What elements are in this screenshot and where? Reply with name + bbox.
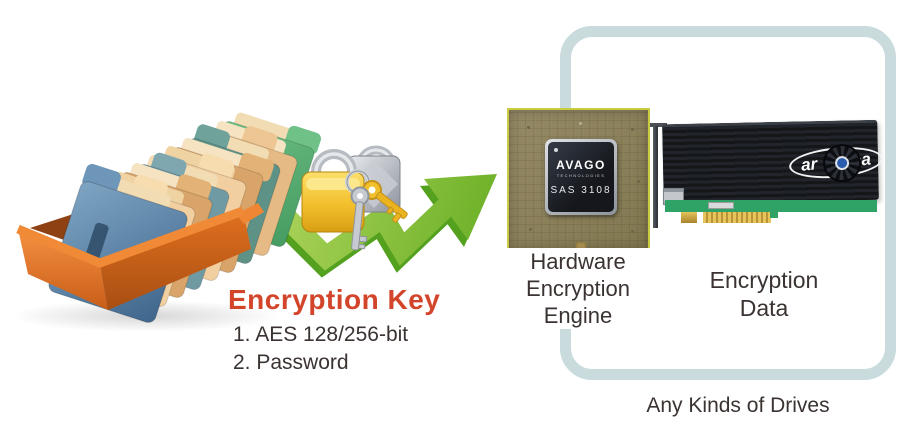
fan-icon bbox=[821, 142, 863, 184]
pcie-card: ar ca bbox=[650, 118, 885, 230]
bracket-lip bbox=[650, 123, 667, 127]
encryption-data-line: Data bbox=[739, 295, 789, 321]
encryption-key-title: Encryption Key bbox=[228, 284, 441, 315]
file-box-icon bbox=[16, 112, 322, 323]
card-heatsink: ar ca bbox=[662, 119, 885, 205]
encryption-data-label: Encryption Data bbox=[688, 266, 840, 322]
pcie-connector-short bbox=[681, 212, 697, 223]
hardware-engine-label: Hardware Encryption Engine bbox=[496, 248, 660, 329]
chip-brand: AVAGO bbox=[556, 158, 606, 172]
logo-text-left: ar bbox=[800, 154, 818, 175]
pcb-tab bbox=[800, 200, 809, 212]
raid-chip: AVAGO TECHNOLOGIES SAS 3108 bbox=[507, 108, 650, 254]
hardware-engine-line: Engine bbox=[543, 303, 613, 328]
chip-die: AVAGO TECHNOLOGIES SAS 3108 bbox=[548, 142, 614, 212]
encryption-key-item: 2. Password bbox=[233, 351, 349, 374]
pcb-label bbox=[708, 202, 734, 209]
padlocks-icon bbox=[301, 145, 408, 251]
chip-die-bevel: AVAGO TECHNOLOGIES SAS 3108 bbox=[545, 139, 617, 215]
silver-key-icon bbox=[350, 186, 370, 251]
encryption-data-line: Encryption bbox=[709, 267, 819, 293]
hardware-engine-line: Hardware bbox=[530, 249, 626, 274]
areca-logo: ar ca bbox=[787, 142, 885, 184]
chip-model: SAS 3108 bbox=[550, 185, 612, 196]
pcb-tab bbox=[770, 200, 778, 218]
drives-caption: Any Kinds of Drives bbox=[646, 394, 830, 417]
chip-brand-sub: TECHNOLOGIES bbox=[556, 173, 606, 178]
fan-hub bbox=[834, 155, 850, 171]
pin1-dot bbox=[554, 148, 558, 152]
hardware-engine-line: Encryption bbox=[526, 276, 630, 301]
encryption-key-list: 1. AES 128/256-bit 2. Password bbox=[233, 321, 408, 377]
card-bracket bbox=[653, 126, 658, 228]
encryption-key-item: 1. AES 128/256-bit bbox=[233, 323, 409, 346]
chip-pins bbox=[527, 126, 530, 129]
pcie-connector-long bbox=[703, 212, 771, 223]
